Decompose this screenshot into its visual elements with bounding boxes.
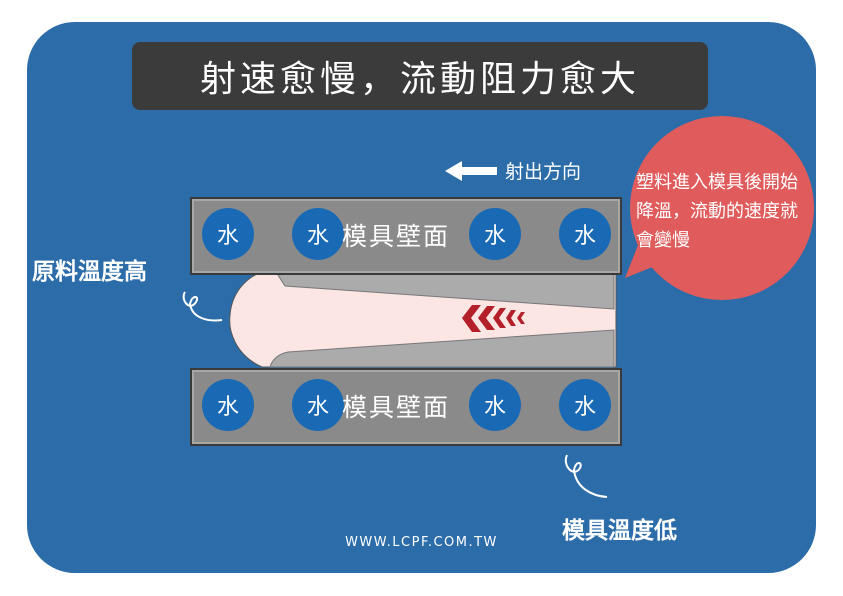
direction-arrow-icon xyxy=(445,161,497,181)
flow-chevrons-icon xyxy=(462,305,525,332)
top-mold-wall: 水 水 模具壁面 水 水 xyxy=(190,197,622,275)
water-channel: 水 xyxy=(292,208,344,260)
water-channel: 水 xyxy=(469,208,521,260)
material-temp-label: 原料溫度高 xyxy=(32,259,147,285)
speech-bubble xyxy=(625,116,814,300)
water-channel: 水 xyxy=(202,379,254,431)
mold-temp-label: 模具溫度低 xyxy=(562,518,677,544)
bottom-mold-wall: 水 水 模具壁面 水 水 xyxy=(190,368,622,446)
squiggle-right xyxy=(564,454,608,498)
squiggle-left xyxy=(182,291,223,322)
water-channel: 水 xyxy=(559,379,611,431)
bubble-text: 塑料進入模具後開始降溫，流動的速度就會變慢 xyxy=(636,172,798,251)
water-channel: 水 xyxy=(469,379,521,431)
water-channel: 水 xyxy=(202,208,254,260)
mold-wall-label: 模具壁面 xyxy=(342,222,451,251)
website-url: WWW.LCPF.COM.TW xyxy=(345,535,498,550)
direction-label: 射出方向 xyxy=(505,161,582,183)
water-channel: 水 xyxy=(292,379,344,431)
water-channel: 水 xyxy=(559,208,611,260)
melt-flow xyxy=(229,269,617,368)
mold-wall-label: 模具壁面 xyxy=(342,393,451,422)
page-title: 射速愈慢，流動阻力愈大 xyxy=(132,42,708,110)
